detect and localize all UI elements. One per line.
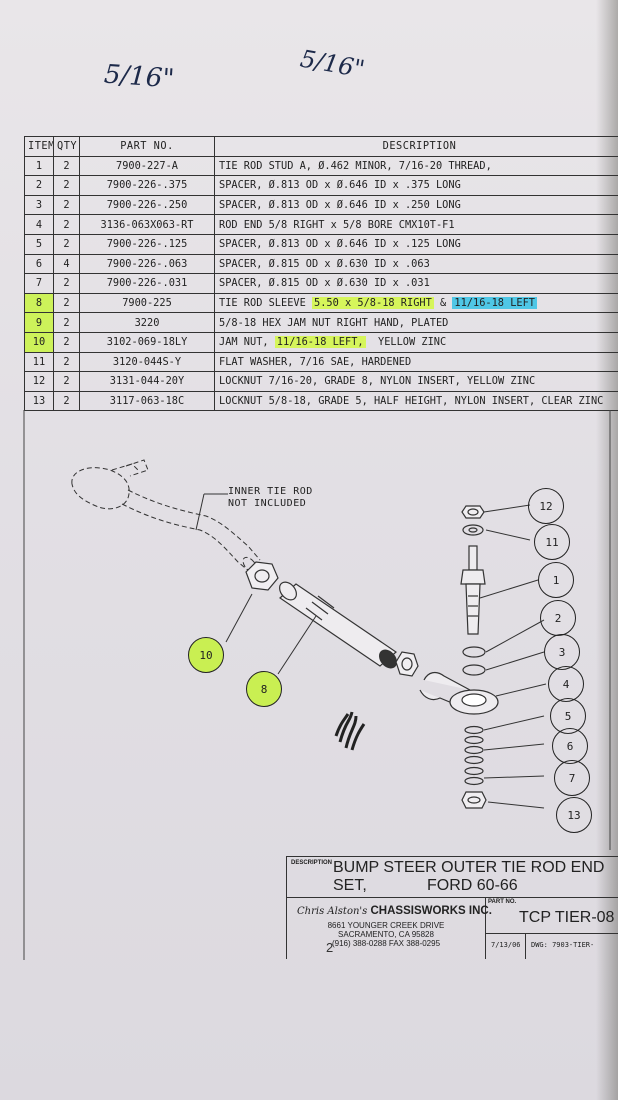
table-row: 5 2 7900-226-.125 SPACER, Ø.813 OD x Ø.6… <box>24 233 618 255</box>
company-script: Chris Alston's <box>297 906 368 917</box>
table-row: 11 2 3120-044S-Y FLAT WASHER, 7/16 SAE, … <box>24 351 618 373</box>
inner-tie-rod-drawing <box>71 459 261 574</box>
row-part-no: 3220 <box>79 312 215 333</box>
callout-bubble-13: 13 <box>556 797 592 833</box>
row-part-no: 7900-226-.031 <box>79 273 215 294</box>
part-tag: PART NO. <box>488 899 517 905</box>
locknut-bottom-drawing <box>461 791 487 809</box>
callout-bubble-8: 8 <box>246 671 282 707</box>
highlight-green-text: 11/16-18 LEFT, <box>274 336 366 349</box>
title-block-description: DESCRIPTION BUMP STEER OUTER TIE ROD END… <box>287 857 618 898</box>
part-number: TCP TIER-08 <box>519 909 615 926</box>
callout-bubble-4: 4 <box>548 666 584 702</box>
table-row: 9 2 3220 5/8-18 HEX JAM NUT RIGHT HAND, … <box>24 312 618 333</box>
row-description: FLAT WASHER, 7/16 SAE, HARDENED <box>214 351 618 373</box>
description-text: & <box>433 297 453 310</box>
table-row: 8 2 7900-225 TIE ROD SLEEVE 5.50 x 5/8-1… <box>24 292 618 314</box>
row-item: 11 <box>24 351 54 373</box>
highlight-green-text: 5.50 x 5/8-18 RIGHT <box>312 297 434 310</box>
table-row: 4 2 3136-063X063-RT ROD END 5/8 RIGHT x … <box>24 214 618 235</box>
table-row: 13 2 3117-063-18C LOCKNUT 5/8-18, GRADE … <box>24 390 618 412</box>
locknut-top-drawing <box>461 505 485 519</box>
description-tag: DESCRIPTION <box>291 860 333 866</box>
description-line1: BUMP STEER OUTER TIE ROD END SET, <box>333 859 605 894</box>
row-item: 10 <box>24 331 54 353</box>
row-item: 8 <box>24 292 54 314</box>
inner-tie-rod-label-line1: INNER TIE ROD <box>228 486 313 497</box>
callout-bubble-11: 11 <box>534 524 570 560</box>
row-qty: 2 <box>53 390 80 412</box>
row-part-no: 3136-063X063-RT <box>79 214 215 235</box>
highlight-blue-text: 11/16-18 LEFT <box>452 297 537 310</box>
company-address1: 8661 YOUNGER CREEK DRIVE <box>327 921 445 930</box>
row-description: LOCKNUT 7/16-20, GRADE 8, NYLON INSERT, … <box>214 371 618 392</box>
company-block: Chris Alston's CHASSISWORKS INC. 8661 YO… <box>287 897 492 959</box>
washer-top-drawing <box>462 524 484 536</box>
drawing-date: 7/13/06 <box>491 941 521 949</box>
tie-rod-sleeve-drawing <box>279 581 397 669</box>
row-part-no: 3131-044-20Y <box>79 371 215 392</box>
table-row: 10 2 3102-069-18LY JAM NUT, 11/16-18 LEF… <box>24 331 618 353</box>
rod-end-drawing <box>419 671 499 715</box>
tie-rod-stud-drawing <box>460 545 486 635</box>
inner-tie-rod-label: INNER TIE ROD NOT INCLUDED <box>228 486 313 510</box>
part-number-block: PART NO. TCP TIER-08 <box>485 897 618 934</box>
row-description: LOCKNUT 5/8-18, GRADE 5, HALF HEIGHT, NY… <box>214 390 618 412</box>
drawing-number: DWG: 7903-TIER- <box>531 941 595 949</box>
row-description: SPACER, Ø.815 OD x Ø.630 ID x .031 <box>214 273 618 294</box>
company-phone: (916) 388-0288 FAX 388-0295 <box>331 939 441 948</box>
row-description: JAM NUT, 11/16-18 LEFT, YELLOW ZINC <box>214 331 618 353</box>
spacer-stack-drawing <box>462 646 486 786</box>
row-item: 9 <box>24 312 54 333</box>
callout-bubble-1: 1 <box>538 562 574 598</box>
jam-nut-drawing <box>245 561 279 591</box>
pen-scribble-drawing <box>334 711 366 751</box>
table-row: 6 4 7900-226-.063 SPACER, Ø.815 OD x Ø.6… <box>24 253 618 275</box>
company-name: Chris Alston's CHASSISWORKS INC. <box>297 905 492 917</box>
header-description: DESCRIPTION <box>214 136 618 157</box>
hex-jam-nut-drawing <box>395 651 419 677</box>
title-block: DESCRIPTION BUMP STEER OUTER TIE ROD END… <box>286 856 618 959</box>
bill-of-materials-table: ITEM QTY PART NO. DESCRIPTION 1 2 7900-2… <box>24 136 618 412</box>
inner-tie-rod-label-line2: NOT INCLUDED <box>228 498 307 509</box>
row-part-no: 7900-226-.125 <box>79 233 215 255</box>
callout-bubble-2: 2 <box>540 600 576 636</box>
callout-bubble-10: 10 <box>188 637 224 673</box>
leader-lines <box>195 493 547 809</box>
table-header-row: ITEM QTY PART NO. DESCRIPTION <box>24 136 618 157</box>
description-text: YELLOW ZINC <box>365 336 447 349</box>
row-item: 12 <box>24 371 54 392</box>
callout-bubble-6: 6 <box>552 728 588 764</box>
callout-bubble-3: 3 <box>544 634 580 670</box>
page-number: 2 <box>326 940 334 955</box>
description-line2: FORD 60-66 <box>427 877 518 894</box>
company-address2: SACRAMENTO, CA 95828 <box>338 930 434 939</box>
callout-bubble-5: 5 <box>550 698 586 734</box>
table-row: 3 2 7900-226-.250 SPACER, Ø.813 OD x Ø.6… <box>24 194 618 216</box>
table-row: 12 2 3131-044-20Y LOCKNUT 7/16-20, GRADE… <box>24 371 618 392</box>
callout-bubble-12: 12 <box>528 488 564 524</box>
description-text: TIE ROD SLEEVE <box>219 297 312 310</box>
date-block: 7/13/06 <box>485 933 526 959</box>
callout-bubble-7: 7 <box>554 760 590 796</box>
dwg-block: DWG: 7903-TIER- <box>525 933 618 959</box>
table-row: 7 2 7900-226-.031 SPACER, Ø.815 OD x Ø.6… <box>24 273 618 294</box>
company-name-bold: CHASSISWORKS INC. <box>370 905 492 917</box>
description-text: JAM NUT, <box>219 336 275 349</box>
row-part-no: 3102-069-18LY <box>79 331 215 353</box>
